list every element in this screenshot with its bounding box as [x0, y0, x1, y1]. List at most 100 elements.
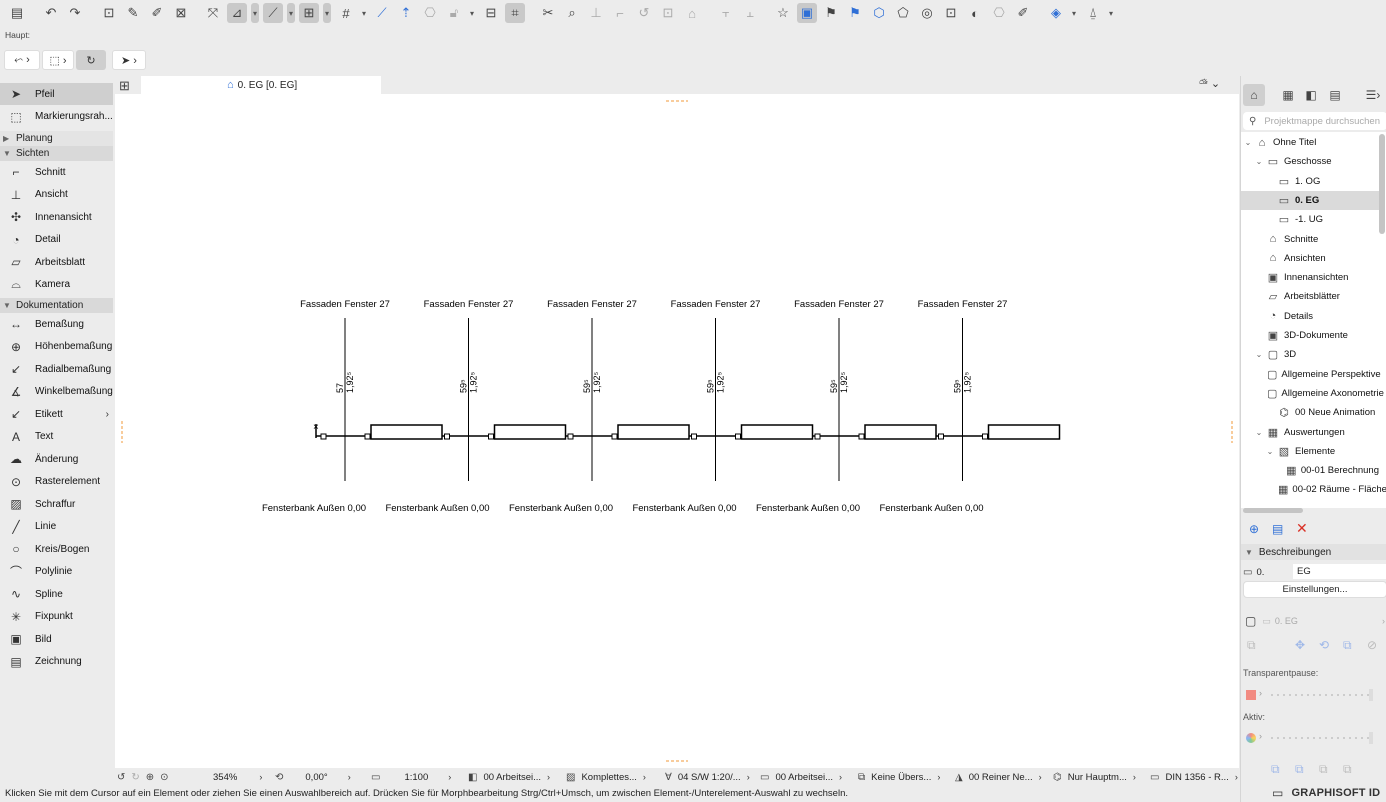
elevation-view-icon[interactable]: ◐: [971, 5, 979, 21]
window-icon[interactable]: ▭: [1272, 786, 1284, 800]
delete-icon[interactable]: ✕: [1296, 520, 1308, 536]
3d-layers-icon[interactable]: ◎: [921, 5, 933, 20]
toolbox-item[interactable]: ✳Fixpunkt: [0, 606, 113, 628]
tree-vertical-scrollbar[interactable]: [1379, 134, 1385, 234]
story-name-field[interactable]: EG: [1293, 564, 1386, 579]
redo-icon[interactable]: ↷: [69, 5, 81, 20]
toolbox-section[interactable]: ▼Dokumentation: [0, 298, 113, 313]
tree-node[interactable]: ⌄⌂Ohne Titel: [1241, 133, 1379, 152]
tree-node[interactable]: ⌂Ansichten: [1241, 249, 1379, 268]
toolbox-item[interactable]: ∡Winkelbemaßung: [0, 381, 113, 403]
window-panel[interactable]: [493, 424, 567, 440]
tree-node[interactable]: ▦00-01 Berechnung: [1241, 461, 1379, 480]
palette-icon[interactable]: ⍙: [1089, 5, 1097, 20]
publisher-icon[interactable]: ▤: [1329, 88, 1341, 102]
fit-in-window-icon[interactable]: ⊙: [160, 771, 169, 783]
window-panel[interactable]: [987, 424, 1061, 440]
zoom-back-icon[interactable]: ↺: [117, 771, 126, 783]
rotate-view-icon[interactable]: ⟲: [1319, 638, 1330, 652]
chevron-down-icon[interactable]: ⌄: [1266, 446, 1274, 456]
toolbox-item[interactable]: ↙Radialbemaßung: [0, 358, 113, 380]
selection-window-icon[interactable]: ▣: [797, 3, 817, 23]
tree-node[interactable]: ▢Allgemeine Perspektive: [1241, 365, 1381, 384]
gradient-icon[interactable]: ⇡: [400, 5, 412, 20]
palette-dropdown-icon[interactable]: ▾: [1108, 8, 1113, 18]
renovation-field[interactable]: ◮ 00 Reiner Ne...›: [955, 770, 1042, 784]
view-selector[interactable]: ▢ ▭ 0. EG ›: [1243, 612, 1386, 630]
snap-dropdown-icon[interactable]: ▾: [287, 3, 295, 23]
tree-node[interactable]: ▭-1. UG: [1241, 210, 1379, 229]
marquee-method-icon[interactable]: ⬚ ›: [42, 50, 74, 70]
project-map-search[interactable]: ⚲ Projektmappe durchsuchen: [1243, 112, 1386, 130]
document-icon[interactable]: ⎔: [993, 5, 1005, 20]
snap-guide-icon[interactable]: ⟋: [263, 3, 283, 23]
arrow-tool-icon[interactable]: ➤ ›: [112, 50, 146, 70]
tree-node[interactable]: ▱Arbeitsblätter: [1241, 287, 1379, 306]
active-color-swatch[interactable]: [1246, 733, 1256, 743]
toolbox-item[interactable]: ⬚Markierungsrah...: [0, 106, 113, 128]
tree-node[interactable]: ⌄▧Elemente: [1241, 442, 1379, 461]
window-panel[interactable]: [370, 424, 443, 440]
align-right-icon[interactable]: ⫠: [746, 5, 754, 20]
reset-icon[interactable]: ⊘: [1367, 638, 1378, 652]
toolbox-item[interactable]: ⊥Ansicht: [0, 184, 113, 206]
3d-cube-icon[interactable]: ⬡: [873, 5, 885, 20]
tree-node[interactable]: ◔Details: [1241, 307, 1379, 326]
flag-icon[interactable]: ⚑: [825, 5, 837, 20]
descriptions-header[interactable]: ▼ Beschreibungen: [1241, 544, 1386, 560]
dimension-standard-field[interactable]: ▭ DIN 1356 - R...›: [1150, 770, 1238, 784]
trace-icon[interactable]: ⎔: [424, 5, 436, 20]
hierarchy-icon[interactable]: ⚑: [849, 5, 861, 20]
toolbox-item[interactable]: ○Kreis/Bogen: [0, 538, 113, 560]
fillet-icon[interactable]: ⌐: [616, 5, 624, 21]
toolbox-section[interactable]: ▶Planung: [0, 131, 113, 146]
guide-dropdown-icon[interactable]: ▾: [251, 3, 259, 23]
navigator-menu-icon[interactable]: ☰›: [1365, 88, 1381, 102]
inject-icon[interactable]: ✐: [151, 5, 163, 20]
rotate-icon[interactable]: ↻: [76, 50, 106, 70]
active-slider[interactable]: ›: [1243, 731, 1386, 745]
display-field[interactable]: ⌬ Nur Hauptm...›: [1053, 770, 1136, 784]
toolbox-item[interactable]: ▱Arbeitsblatt: [0, 251, 113, 273]
toolbox-section[interactable]: ▼Sichten: [0, 146, 113, 161]
toolbox-item[interactable]: ╱Linie: [0, 516, 113, 538]
toolbox-item[interactable]: ➤Pfeil: [0, 83, 113, 105]
layer-icon[interactable]: ⟋: [377, 5, 387, 20]
slider-thumb[interactable]: [1369, 732, 1373, 744]
mirror-icon[interactable]: ⧉: [1247, 638, 1256, 652]
grid-dropdown-icon[interactable]: ▾: [361, 8, 366, 18]
zoom-forward-icon[interactable]: ↻: [131, 771, 140, 783]
zoom-controls[interactable]: ↺ ↻ ⊕ ⊙: [117, 770, 175, 784]
zoom-field[interactable]: 354%›: [213, 770, 262, 784]
pick-up-icon[interactable]: ✎: [127, 5, 139, 20]
navigator-toggle-icon[interactable]: ⛅︎ ⌄: [1199, 78, 1221, 90]
grid-snap-dropdown-icon[interactable]: ▾: [323, 3, 331, 23]
toolbox-item[interactable]: ⌓Kamera: [0, 274, 113, 296]
slider-thumb[interactable]: [1369, 689, 1373, 701]
eye-icon[interactable]: ◈: [1051, 5, 1061, 20]
geometry-method-icon[interactable]: ⬿ ›: [4, 50, 40, 70]
tree-node[interactable]: ⌂Schnitte: [1241, 230, 1379, 249]
tree-node[interactable]: ⌄▦Auswertungen: [1241, 423, 1379, 442]
toolbox-item[interactable]: ▤Zeichnung: [0, 651, 113, 673]
save-icon[interactable]: ▤: [10, 5, 24, 20]
new-view-icon[interactable]: ⊕: [1249, 522, 1260, 536]
chevron-down-icon[interactable]: ⌄: [1255, 350, 1263, 360]
layer-icon[interactable]: ⧉: [1319, 762, 1328, 776]
pen-set-field[interactable]: ∀ 04 S/W 1:20/...›: [665, 770, 750, 784]
toolbox-item[interactable]: ✣Innenansicht: [0, 206, 113, 228]
window-panel[interactable]: [864, 424, 937, 440]
toolbox-item[interactable]: ⌒Polylinie: [0, 561, 113, 583]
measure-icon[interactable]: ✐: [1017, 5, 1029, 20]
chevron-down-icon[interactable]: ⌄: [1255, 157, 1263, 167]
slider-track[interactable]: [1271, 694, 1369, 696]
zoom-in-icon[interactable]: ⊕: [145, 771, 155, 783]
3d-window-icon[interactable]: ⬠: [897, 5, 909, 20]
toolbox-item[interactable]: ▨Schraffur: [0, 493, 113, 515]
angle-field[interactable]: ⟲ 0,00°›: [275, 770, 351, 784]
lock-icon[interactable]: 🔓︎: [449, 5, 459, 20]
section-view-icon[interactable]: ⊡: [945, 5, 957, 20]
toolbox-item[interactable]: ↙Etikett›: [0, 403, 113, 425]
window-panel[interactable]: [617, 424, 690, 440]
